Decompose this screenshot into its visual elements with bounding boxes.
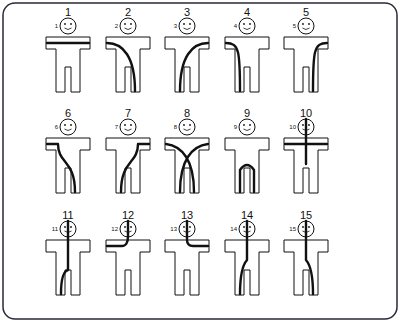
figure-number: 3 [172,5,202,19]
figure-number: 5 [291,5,321,19]
body-figure [106,221,150,295]
body-figure [165,221,209,295]
figure-number: 11 [53,208,83,222]
figure-number: 15 [291,208,321,222]
callout-number: 12 [102,225,118,233]
body-figure [165,18,209,92]
body-figure [46,18,90,92]
body-figure [106,119,150,193]
figure-number: 8 [172,106,202,120]
body-figure [284,221,328,295]
callout-number: 8 [161,123,177,131]
callout-number: 5 [280,22,296,30]
callout-number: 3 [161,22,177,30]
callout-number: 7 [102,123,118,131]
figure-number: 12 [113,208,143,222]
body-figure [106,18,150,92]
body-figure [46,119,90,193]
figure-number: 2 [113,5,143,19]
callout-number: 11 [42,225,58,233]
callout-number: 13 [161,225,177,233]
body-figure [225,119,269,193]
figure-number: 14 [232,208,262,222]
figure-number: 6 [53,106,83,120]
callout-number: 2 [102,22,118,30]
figure-number: 1 [53,5,83,19]
callout-number: 1 [42,22,58,30]
body-figure [165,119,209,193]
figure-number: 13 [172,208,202,222]
body-figure [284,119,328,193]
callout-number: 9 [221,123,237,131]
callout-number: 6 [42,123,58,131]
panel-frame [3,3,397,319]
body-figure [284,18,328,92]
callout-number: 10 [280,123,296,131]
figure-number: 4 [232,5,262,19]
figure-number: 10 [291,106,321,120]
figure-number: 7 [113,106,143,120]
body-figure [225,18,269,92]
callout-number: 15 [280,225,296,233]
figure-number: 9 [232,106,262,120]
body-figure [225,221,269,295]
body-figure [46,221,90,295]
callout-number: 14 [221,225,237,233]
callout-number: 4 [221,22,237,30]
